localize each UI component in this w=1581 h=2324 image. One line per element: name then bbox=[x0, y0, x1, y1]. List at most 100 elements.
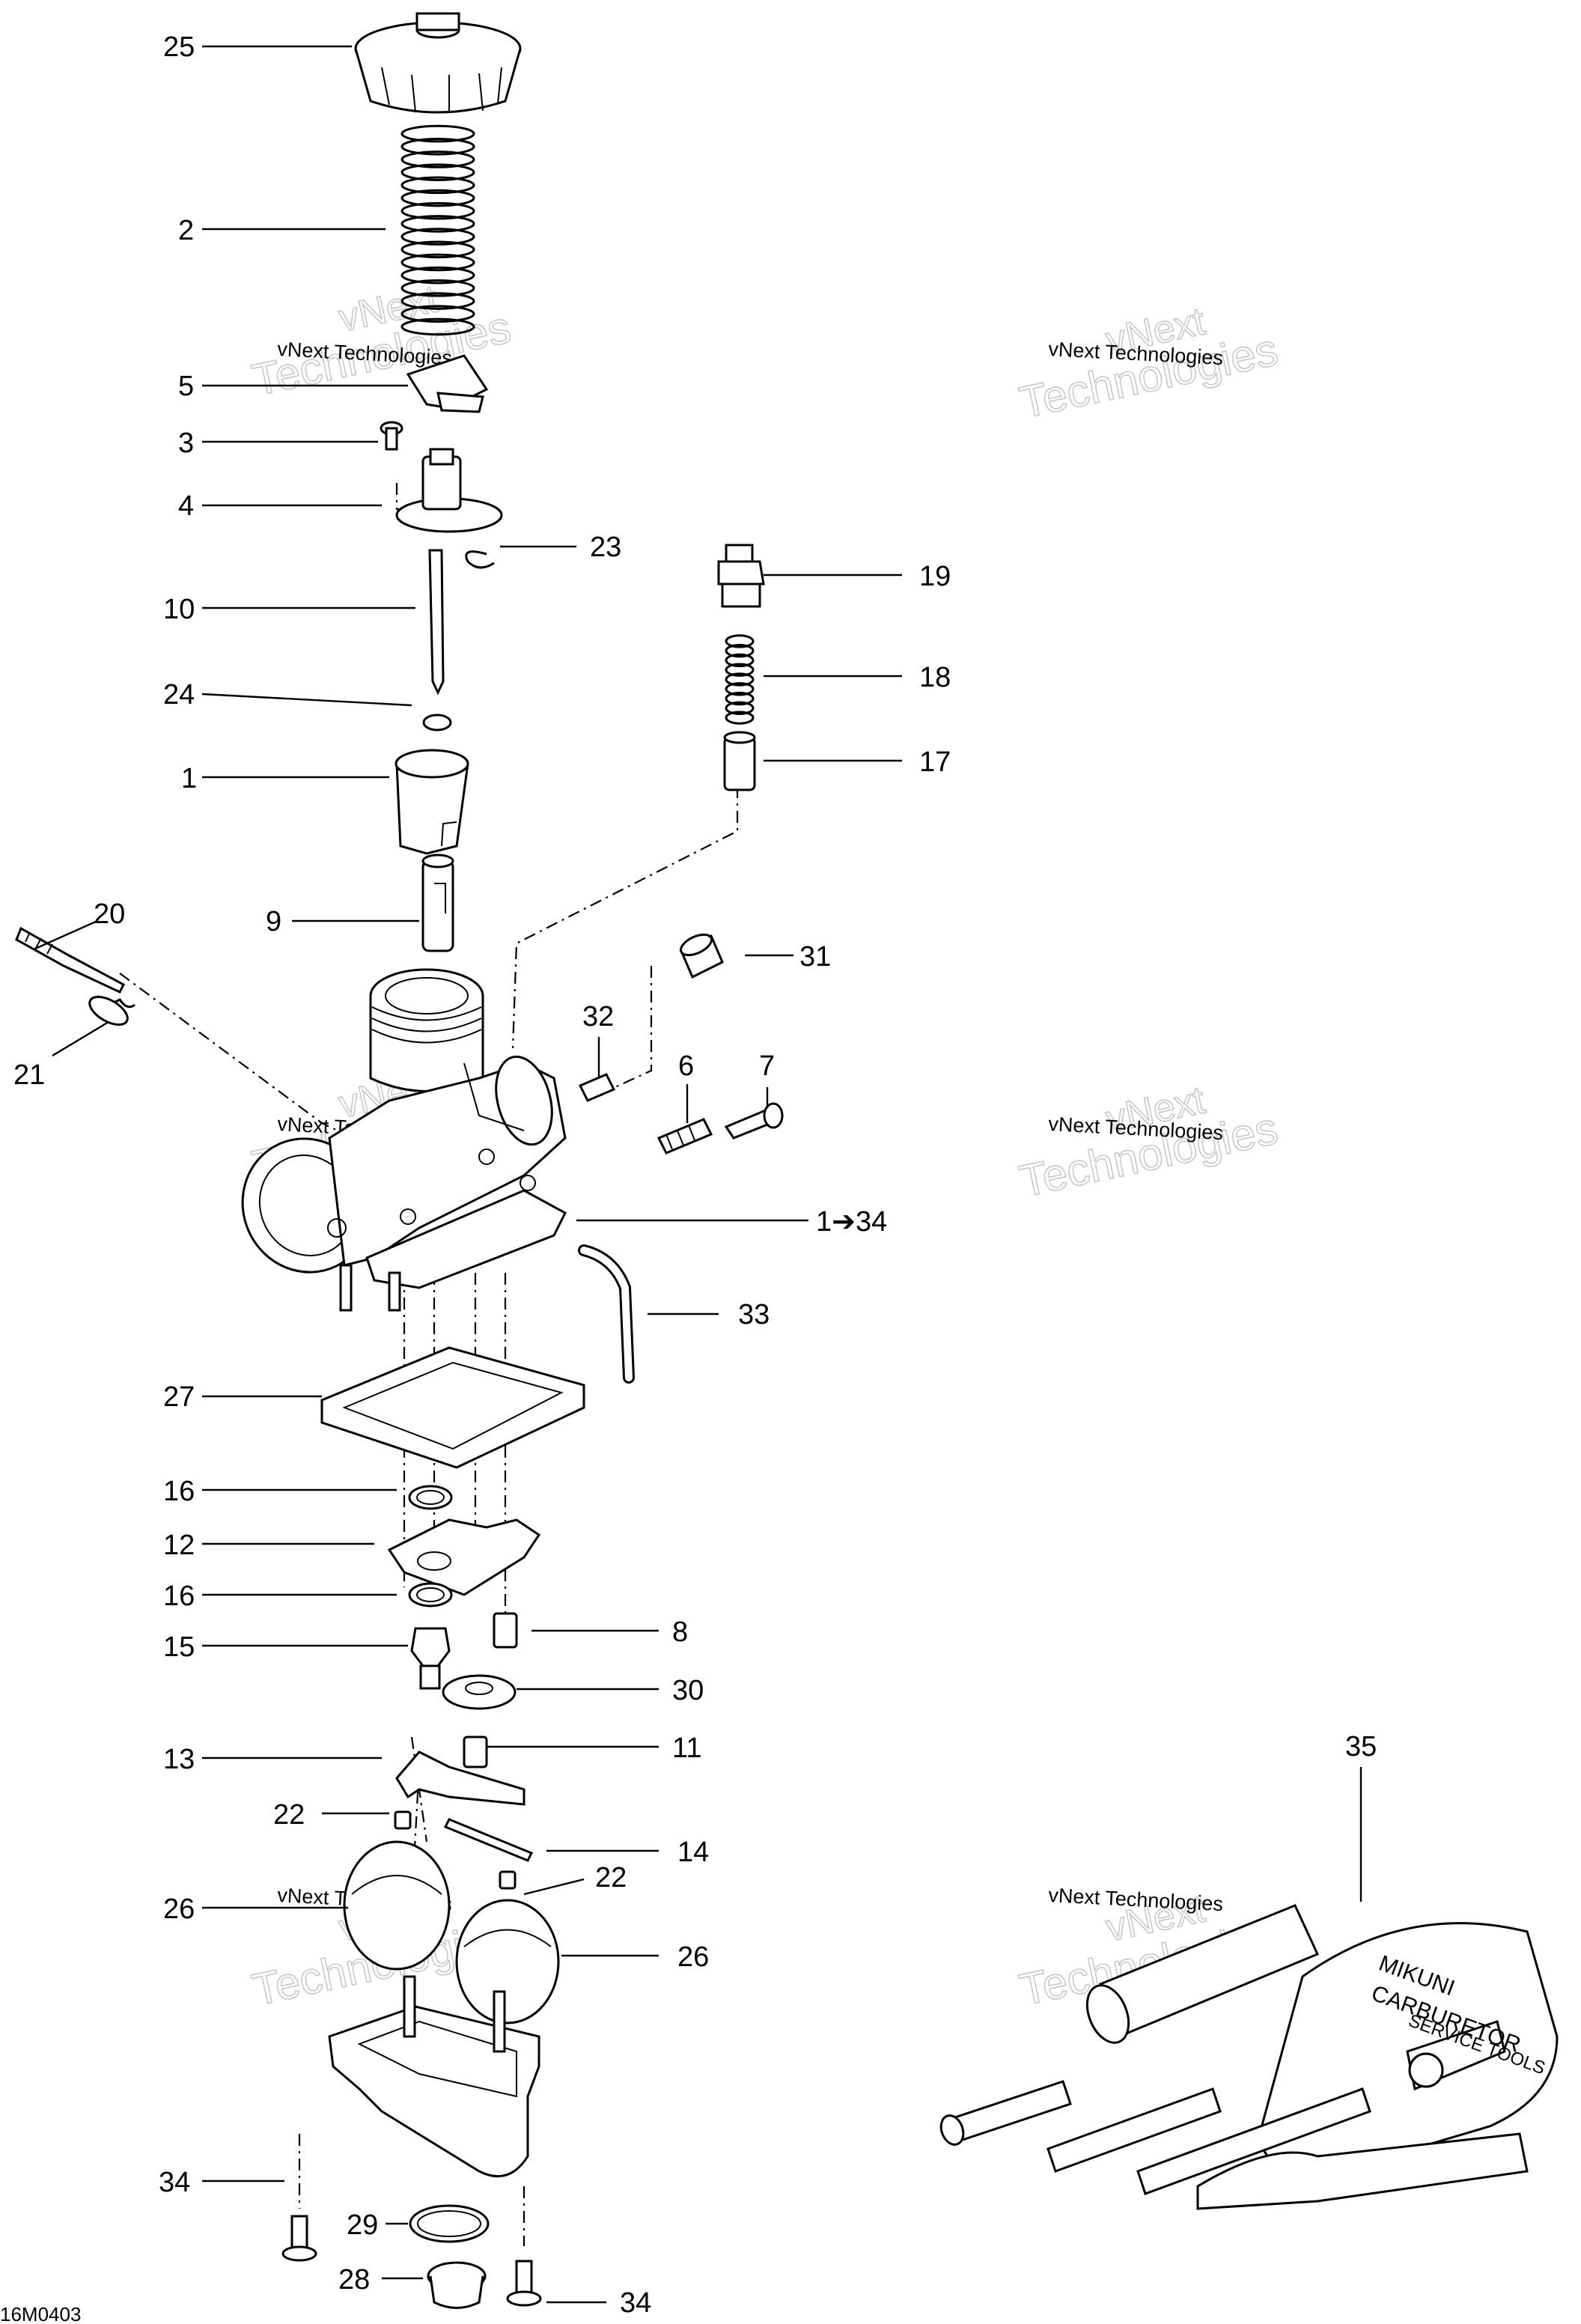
callout-32: 32 bbox=[582, 1001, 614, 1032]
spring-coil bbox=[725, 663, 755, 677]
spring-coil bbox=[725, 653, 755, 668]
part-29-o-ring bbox=[409, 2204, 490, 2243]
spring-coil bbox=[400, 150, 475, 168]
spring-coil bbox=[725, 682, 755, 696]
callout-1: 1 bbox=[181, 763, 197, 794]
part-26-float-right bbox=[455, 1899, 560, 2025]
callout-24: 24 bbox=[163, 679, 195, 711]
spring-coil bbox=[725, 644, 755, 658]
spring-coil bbox=[400, 305, 475, 323]
part-23-clip bbox=[465, 550, 495, 569]
spring-coil bbox=[725, 691, 755, 706]
part-12-plate bbox=[387, 1518, 541, 1596]
callout-8: 8 bbox=[672, 1616, 688, 1648]
spring-coil bbox=[725, 634, 755, 648]
callout-1-to-34: 1➔34 bbox=[816, 1206, 887, 1238]
spring-coil bbox=[400, 240, 475, 259]
carburetor-body bbox=[241, 968, 567, 1312]
part-35-tool-kit: MIKUNI CARBURETOR SERVICE TOOLS bbox=[939, 1904, 1559, 2210]
spring-coil bbox=[400, 253, 475, 272]
part-34-bolt-bottom bbox=[506, 2260, 542, 2307]
callout-7: 7 bbox=[759, 1050, 775, 1082]
figure-code: 16M0403 bbox=[0, 2303, 81, 2324]
part-5-plate bbox=[406, 354, 489, 413]
part-1-throttle-slide bbox=[395, 749, 469, 855]
part-21-spring bbox=[88, 994, 135, 1026]
part-27-gasket bbox=[320, 1346, 585, 1469]
callout-13: 13 bbox=[163, 1744, 195, 1775]
spring-coil bbox=[400, 189, 475, 207]
callout-33: 33 bbox=[738, 1299, 770, 1330]
callout-9: 9 bbox=[266, 906, 281, 937]
callout-22-left: 22 bbox=[273, 1799, 305, 1831]
spring-coil bbox=[400, 292, 475, 310]
callout-5: 5 bbox=[178, 371, 194, 402]
callout-4: 4 bbox=[178, 490, 194, 522]
callout-labels: 25 2 5 3 4 23 19 10 18 24 17 1 20 31 9 3… bbox=[13, 31, 1377, 2319]
callout-3: 3 bbox=[178, 428, 194, 459]
callout-25: 25 bbox=[163, 31, 195, 63]
part-28-drain-plug bbox=[427, 2261, 487, 2309]
part-22-cap-right bbox=[499, 1870, 517, 1890]
part-15-needle-jet bbox=[410, 1627, 451, 1690]
callout-23: 23 bbox=[590, 532, 621, 563]
part-10-needle bbox=[428, 549, 445, 696]
callout-10: 10 bbox=[163, 594, 195, 625]
callout-17: 17 bbox=[919, 746, 951, 778]
part-2-spring bbox=[400, 124, 475, 336]
part-9-piston bbox=[421, 854, 454, 952]
callout-26-right: 26 bbox=[677, 1941, 709, 1973]
callout-20: 20 bbox=[94, 898, 125, 930]
part-34-bolt-left bbox=[281, 2215, 317, 2262]
part-8-jet bbox=[493, 1612, 518, 1649]
part-11-valve-seat bbox=[463, 1736, 488, 1768]
spring-coil bbox=[725, 701, 755, 715]
callout-15: 15 bbox=[163, 1631, 195, 1663]
spring-coil bbox=[400, 266, 475, 285]
part-19-fitting bbox=[717, 544, 765, 608]
spring-coil bbox=[400, 215, 475, 233]
spring-coil bbox=[725, 672, 755, 687]
part-14-float-pin bbox=[443, 1818, 534, 1862]
part-3-screw bbox=[380, 421, 403, 451]
part-16-o-ring-upper bbox=[408, 1485, 453, 1510]
callout-34-bottom: 34 bbox=[620, 2287, 651, 2319]
spring-coil bbox=[725, 711, 755, 725]
spring-coil bbox=[400, 228, 475, 246]
callout-21: 21 bbox=[13, 1059, 45, 1091]
spring-coil bbox=[400, 124, 475, 143]
callout-29: 29 bbox=[347, 2209, 378, 2241]
part-6-spring bbox=[657, 1118, 713, 1155]
part-17-plunger bbox=[723, 731, 756, 791]
callout-34-left: 34 bbox=[159, 2167, 190, 2198]
part-33-hose bbox=[578, 1244, 635, 1384]
part-26-float-left bbox=[343, 1840, 451, 1971]
callout-18: 18 bbox=[919, 662, 951, 693]
callout-2: 2 bbox=[178, 215, 194, 246]
part-20-pilot-air-screw bbox=[15, 926, 125, 994]
callout-11: 11 bbox=[672, 1733, 701, 1764]
part-32-fitting bbox=[578, 1073, 616, 1102]
callout-12: 12 bbox=[163, 1530, 195, 1561]
callout-6: 6 bbox=[678, 1050, 694, 1082]
spring-coil bbox=[400, 279, 475, 297]
spring-coil bbox=[400, 317, 475, 336]
callout-28: 28 bbox=[338, 2264, 370, 2296]
callout-30: 30 bbox=[672, 1675, 704, 1706]
part-25-top-cap bbox=[354, 12, 522, 114]
callout-31: 31 bbox=[799, 941, 831, 973]
spring-coil bbox=[400, 201, 475, 220]
callout-35: 35 bbox=[1345, 1731, 1377, 1762]
part-16-o-ring-lower bbox=[408, 1582, 453, 1607]
callout-16-lower: 16 bbox=[163, 1581, 195, 1612]
part-13-float-arm bbox=[395, 1750, 526, 1806]
callout-16-upper: 16 bbox=[163, 1476, 195, 1507]
callout-19: 19 bbox=[919, 561, 951, 592]
part-31-cap bbox=[680, 933, 724, 979]
part-18-spring bbox=[725, 634, 755, 725]
part-30-washer bbox=[442, 1674, 517, 1710]
float-bowl bbox=[328, 1975, 540, 2178]
callout-22-right: 22 bbox=[595, 1862, 627, 1893]
callout-27: 27 bbox=[163, 1381, 195, 1413]
